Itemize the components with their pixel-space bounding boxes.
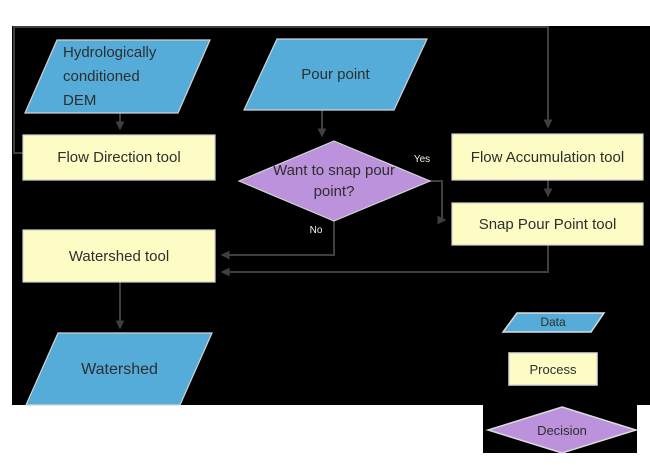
- legend-data-label: Data: [540, 315, 566, 329]
- node-watershed-shape: [25, 332, 213, 406]
- node-watershed-tool-shape: [22, 229, 216, 283]
- node-flow-accumulation-shape: [451, 133, 644, 181]
- edge-label-yes: Yes: [413, 153, 431, 165]
- edge-snap-pour-point-to-watershed-tool: [220, 245, 549, 277]
- node-dem-label: Hydrologically conditioned DEM: [63, 44, 157, 109]
- edge-label-no: No: [309, 225, 323, 236]
- node-decision-shape: [237, 140, 432, 222]
- legend-decision-label: Decision: [537, 422, 587, 438]
- node-dem-shape: [24, 39, 211, 114]
- node-watershed-tool-label: Watershed tool: [68, 247, 170, 265]
- legend-process-label: Process: [529, 361, 577, 377]
- legend-process-shape: [508, 352, 598, 386]
- node-pour-point-label: Pour point: [301, 66, 370, 83]
- node-watershed-label: Watershed: [81, 360, 158, 378]
- node-pour-point-shape: [243, 38, 428, 111]
- node-flow-direction-label: Flow Direction tool: [57, 149, 181, 166]
- legend-decision-shape: [485, 406, 639, 454]
- node-flow-direction-shape: [22, 134, 216, 181]
- node-snap-pour-point-label: Snap Pour Point tool: [478, 215, 617, 233]
- node-snap-pour-point-shape: [451, 202, 644, 246]
- node-decision-label: Want to snap pour point?: [272, 162, 395, 200]
- legend-data-shape: [501, 312, 606, 333]
- edge-flow-direction-to-flow-accumulation: [13, 26, 553, 154]
- node-flow-accumulation-label: Flow Accumulation tool: [470, 148, 625, 166]
- edge-decision-no-to-watershed-tool: [220, 221, 335, 260]
- edge-decision-yes-to-snap-pour-point: [428, 180, 447, 225]
